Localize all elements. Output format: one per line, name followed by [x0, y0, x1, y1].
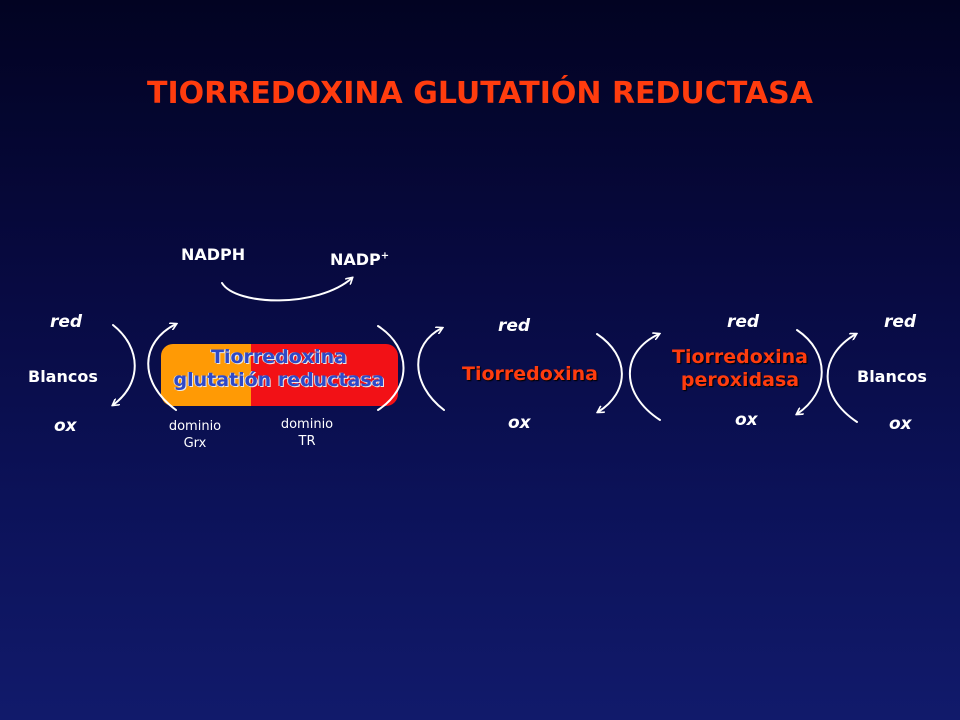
peroxidase-name-line1: Tiorredoxina — [672, 346, 808, 368]
grx-domain-box — [161, 344, 251, 406]
grx-domain-label: dominio Grx — [160, 418, 230, 452]
tr-domain-line1: dominio — [280, 417, 334, 432]
left-targets-red: red — [50, 312, 83, 332]
left-targets-ox: ox — [54, 416, 77, 436]
peroxidase-name: Tiorredoxina peroxidasa — [652, 346, 828, 392]
peroxidase-name-line2: peroxidasa — [680, 369, 800, 391]
peroxidase-red: red — [727, 312, 760, 332]
right-targets-ox: ox — [889, 414, 912, 434]
left-targets-arrow — [113, 324, 136, 405]
nadp-text: NADP — [330, 250, 381, 269]
grx-domain-line1: dominio — [168, 419, 222, 434]
thioredoxin-left-arrow — [417, 328, 445, 411]
thioredoxin-red: red — [498, 316, 531, 336]
right-targets-red: red — [884, 312, 917, 332]
enzyme-label-line1: Tiorredoxina — [211, 346, 347, 368]
tr-domain-line2: TR — [298, 434, 316, 449]
tr-domain-box — [232, 344, 398, 406]
enzyme-label: Tiorredoxina glutatión reductasa — [150, 346, 408, 392]
tr-domain-label: dominio TR — [272, 416, 342, 450]
nadp-label: NADP+ — [330, 250, 389, 269]
right-targets-arrow — [826, 334, 857, 423]
enzyme-label-line2: glutatión reductasa — [173, 369, 385, 391]
enzyme-right-arrow — [377, 325, 405, 411]
peroxidase-ox: ox — [735, 410, 758, 430]
thioredoxin-ox: ox — [508, 413, 531, 433]
grx-domain-line2: Grx — [183, 436, 207, 451]
nadph-to-nadp-arrow — [221, 278, 352, 302]
nadp-superscript: + — [380, 250, 390, 262]
peroxidase-right-arrow — [797, 329, 823, 414]
thioredoxin-name: Tiorredoxina — [462, 363, 598, 385]
thioredoxin-right-arrow — [597, 333, 623, 412]
page-title: TIORREDOXINA GLUTATIÓN REDUCTASA — [146, 76, 813, 111]
left-targets-name: Blancos — [28, 367, 98, 386]
nadph-label: NADPH — [181, 245, 246, 264]
peroxidase-left-arrow — [628, 334, 660, 421]
enzyme-left-arrow — [147, 324, 176, 411]
right-targets-name: Blancos — [857, 367, 927, 386]
